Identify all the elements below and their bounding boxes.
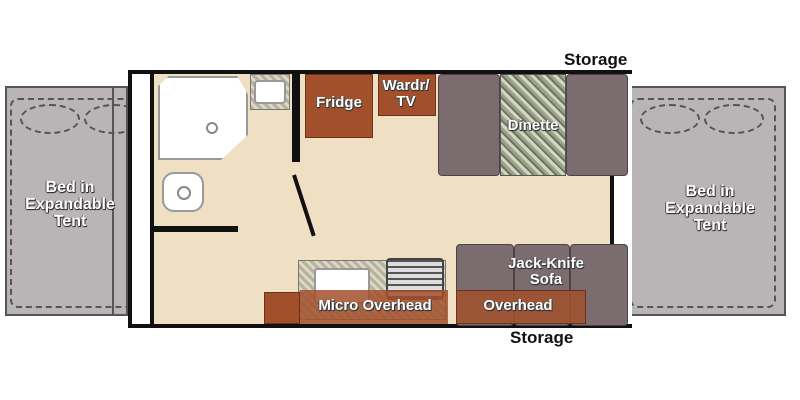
dinette-seat-right bbox=[566, 74, 628, 176]
wardrobe-cabinet bbox=[378, 74, 436, 116]
wardrobe-label-line1: Wardr/ bbox=[382, 77, 430, 94]
sofa-label-line1: Jack-Knife bbox=[508, 255, 584, 272]
shower bbox=[158, 76, 248, 160]
left-bed-label-line2: Expandable bbox=[25, 195, 115, 213]
wardrobe-label-line2: TV bbox=[396, 92, 416, 110]
micro-overhead-label: Micro Overhead bbox=[318, 297, 432, 314]
micro-overhead-cabinet bbox=[300, 290, 448, 324]
right-bed-label-line3: Tent bbox=[693, 216, 727, 234]
storage-bottom-label: Storage bbox=[510, 328, 574, 347]
dinette-seat-left bbox=[438, 74, 500, 176]
fridge-label: Fridge bbox=[316, 94, 362, 111]
left-pillow-1 bbox=[20, 104, 80, 134]
bathroom-partition bbox=[292, 74, 300, 162]
fridge-cabinet bbox=[305, 74, 373, 138]
right-bed-label-line2: Expandable bbox=[665, 199, 755, 217]
right-bed-label-line1: Bed in bbox=[685, 183, 735, 200]
bathroom-wall bbox=[154, 226, 238, 232]
pantry-cabinet bbox=[264, 292, 300, 324]
right-bed-label: Bed in Expandable Tent bbox=[650, 183, 770, 234]
right-pillow-1 bbox=[640, 104, 700, 134]
left-bed-label-line1: Bed in bbox=[45, 179, 95, 196]
overhead-cabinet bbox=[456, 290, 586, 324]
wardrobe-label: Wardr/ TV bbox=[376, 78, 436, 110]
left-bed-label-line3: Tent bbox=[53, 212, 87, 230]
dinette-label: Dinette bbox=[507, 117, 559, 134]
left-bed-label: Bed in Expandable Tent bbox=[10, 179, 130, 230]
dinette-table bbox=[500, 74, 566, 176]
sofa-label: Jack-Knife Sofa bbox=[490, 256, 602, 288]
overhead-label: Overhead bbox=[483, 297, 553, 314]
shower-drain-icon bbox=[206, 122, 218, 134]
right-pillow-2 bbox=[704, 104, 764, 134]
toilet-bowl-icon bbox=[177, 186, 191, 200]
bathroom-sink-basin bbox=[254, 80, 286, 104]
left-tent-rail bbox=[112, 86, 128, 316]
bath-end-wall bbox=[132, 74, 154, 324]
storage-top-label: Storage bbox=[564, 50, 628, 69]
sofa-label-line2: Sofa bbox=[529, 270, 563, 288]
